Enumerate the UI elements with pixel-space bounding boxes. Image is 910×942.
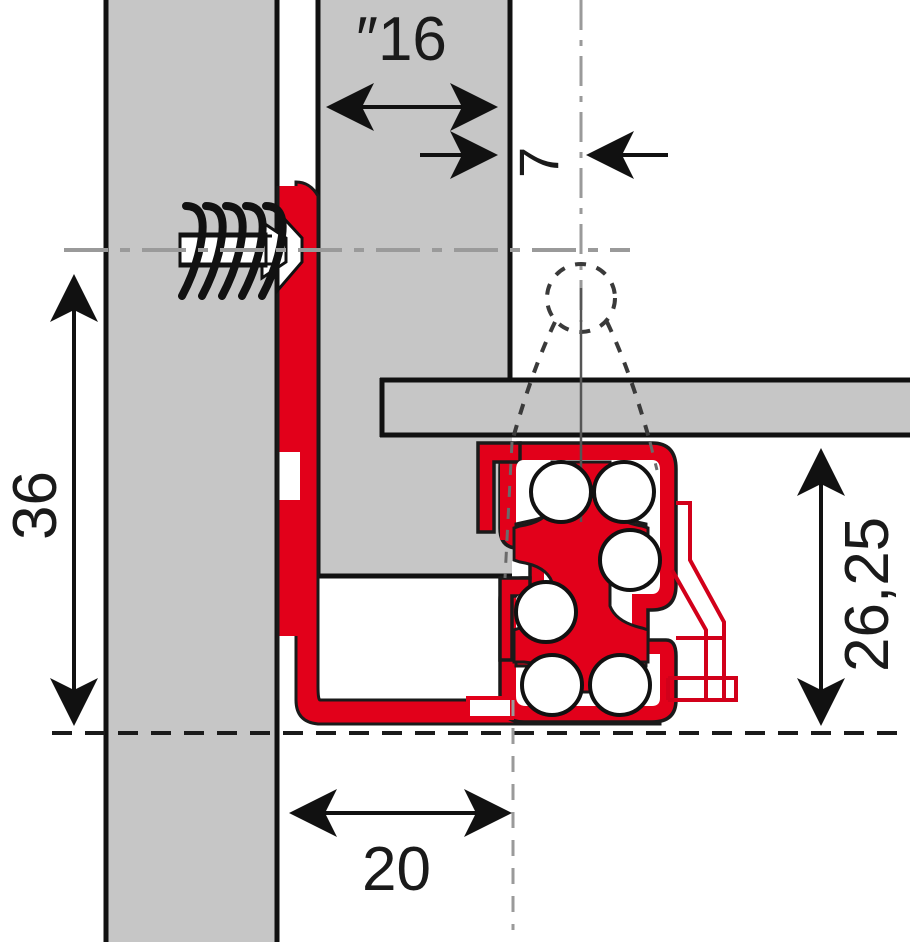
- latch-bracket: [666, 501, 738, 702]
- dimension-20: 20: [289, 789, 512, 904]
- slide-raceway-assembly: [476, 441, 678, 724]
- dimension-26-25: 26,25: [797, 448, 902, 726]
- dimension-16: ″16: [326, 5, 498, 131]
- mounting-screw: [178, 202, 304, 300]
- cabinet-side-wall: [103, 0, 280, 942]
- dimension-36: 36: [1, 274, 98, 726]
- dimension-36-label: 36: [1, 471, 70, 540]
- dowel-phantom-extension: [503, 441, 659, 579]
- dimension-26-25-label: 26,25: [833, 517, 902, 672]
- dimension-16-label: ″16: [356, 5, 447, 74]
- slide-tab-outline: [466, 696, 514, 720]
- dimension-7-label: 7: [507, 147, 570, 178]
- ball-bearings: [514, 460, 662, 717]
- dimension-20-label: 20: [362, 835, 431, 904]
- dimension-7: 7: [420, 131, 668, 179]
